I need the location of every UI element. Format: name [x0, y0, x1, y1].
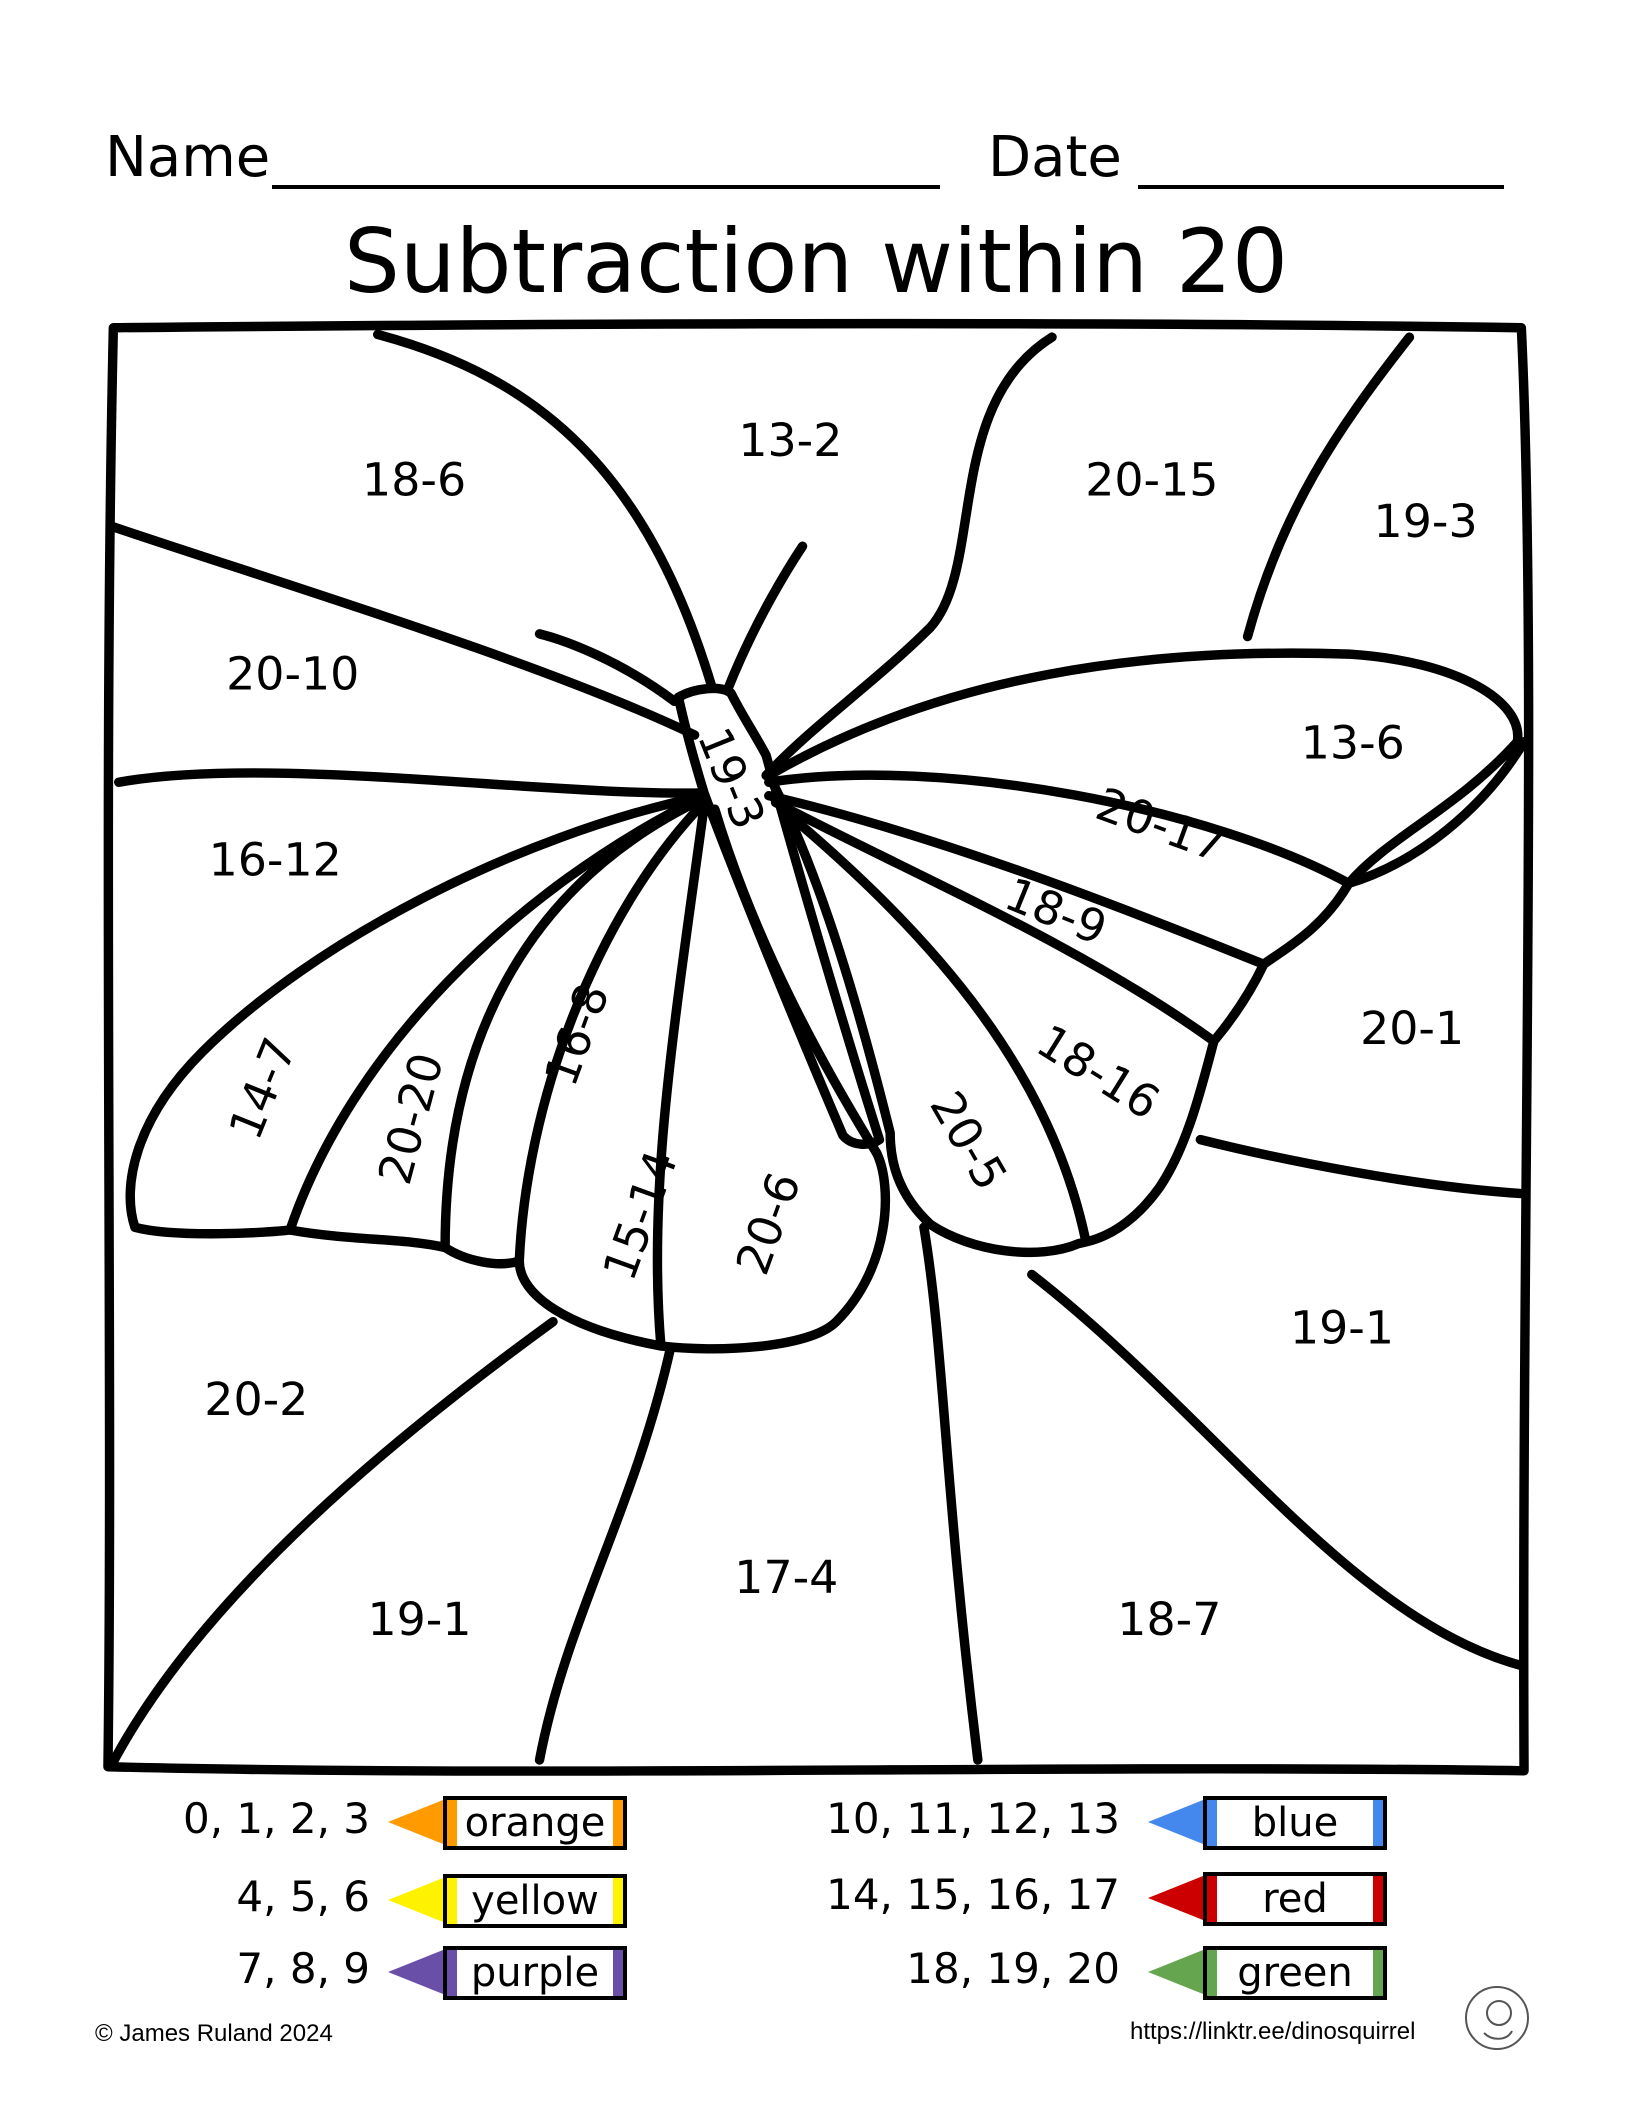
crayon-band: [447, 1800, 457, 1846]
region-label: 15-14: [592, 1143, 688, 1287]
region-label: 20-2: [204, 1372, 308, 1426]
region-label: 13-2: [738, 413, 842, 467]
crayon-band: [1207, 1800, 1217, 1846]
crayon-band: [1373, 1876, 1383, 1922]
left-wing: [125, 790, 891, 1354]
region-border: [1344, 737, 1529, 889]
legend-numbers: 7, 8, 9: [236, 1944, 370, 1993]
crayon-tip: [1148, 1876, 1203, 1920]
region-label: 20-5: [919, 1082, 1018, 1199]
right-wing: [764, 648, 1523, 1257]
crayon-label: green: [1203, 1946, 1387, 2000]
legend-numbers: 0, 1, 2, 3: [183, 1794, 370, 1843]
crayon-blue-icon: blue: [1148, 1796, 1393, 1850]
legend-numbers: 14, 15, 16, 17: [826, 1870, 1120, 1919]
color-name: green: [1237, 1950, 1353, 1996]
website-link[interactable]: https://linktr.ee/dinosquirrel: [1130, 2018, 1416, 2045]
crayon-band: [447, 1878, 457, 1924]
region-label: 20-6: [725, 1165, 811, 1281]
region-label: 13-6: [1301, 715, 1405, 769]
crayon-band: [447, 1950, 457, 1996]
region-label: 20-10: [226, 647, 359, 701]
crayon-band: [1373, 1950, 1383, 1996]
copyright: © James Ruland 2024: [95, 2020, 333, 2047]
name-field[interactable]: [272, 185, 940, 189]
crayon-band: [1207, 1950, 1217, 1996]
region-border: [1027, 1269, 1527, 1671]
crayon-tip: [388, 1800, 443, 1844]
wing-vein: [770, 797, 1219, 1046]
color-name: yellow: [471, 1878, 599, 1924]
wing-vein: [764, 770, 1354, 889]
crayon-band: [613, 1878, 623, 1924]
crayon-band: [1373, 1800, 1383, 1846]
color-name: purple: [470, 1950, 600, 1996]
crayon-band: [613, 1800, 623, 1846]
wing-vein: [652, 801, 709, 1351]
region-label: 18-6: [362, 452, 466, 506]
region-label: 16-8: [534, 976, 620, 1092]
region-label: 20-15: [1085, 452, 1218, 506]
color-name: blue: [1251, 1800, 1339, 1846]
crayon-label: red: [1203, 1872, 1387, 1926]
region-label: 18-7: [1117, 1592, 1221, 1646]
dinosquirrel-logo-icon: [1465, 1986, 1529, 2050]
wing-vein: [777, 804, 1091, 1246]
region-border: [1242, 332, 1415, 642]
picture-frame: [103, 318, 1534, 1776]
antenna: [723, 541, 808, 693]
wing-vein: [764, 790, 1269, 970]
region-label: 20-17: [1089, 777, 1233, 873]
antenna: [534, 629, 680, 707]
crayon-band: [613, 1950, 623, 1996]
crayon-yellow-icon: yellow: [388, 1874, 633, 1928]
wing-vein: [710, 804, 882, 1158]
crayon-tip: [388, 1950, 443, 1994]
crayon-green-icon: green: [1148, 1946, 1393, 2000]
color-name: orange: [464, 1800, 606, 1846]
region-label: 17-4: [734, 1550, 838, 1604]
crayon-label: blue: [1203, 1796, 1387, 1850]
date-field[interactable]: [1138, 185, 1504, 189]
crayon-label: yellow: [443, 1874, 627, 1928]
region-border: [761, 332, 1057, 781]
crayon-tip: [388, 1878, 443, 1922]
region-border: [1195, 1134, 1527, 1199]
region-border: [919, 1222, 983, 1765]
crayon-tip: [1148, 1800, 1203, 1844]
region-label: 14-7: [218, 1030, 307, 1147]
crayon-tip: [1148, 1950, 1203, 1994]
color-name: red: [1262, 1876, 1328, 1922]
crayon-label: purple: [443, 1946, 627, 2000]
legend-numbers: 4, 5, 6: [236, 1872, 370, 1921]
region-border: [534, 1343, 676, 1765]
page-title: Subtraction within 20: [344, 210, 1288, 313]
region-label: 19-3: [1374, 494, 1478, 548]
region-label: 18-16: [1028, 1014, 1170, 1130]
region-label: 16-12: [209, 833, 342, 887]
crayon-orange-icon: orange: [388, 1796, 633, 1850]
legend-numbers: 18, 19, 20: [906, 1944, 1120, 1993]
region-border: [372, 329, 717, 693]
region-border: [105, 1316, 558, 1772]
region-label: 19-1: [1290, 1301, 1394, 1355]
wing-vein: [440, 793, 709, 1253]
region-label: 19-1: [367, 1592, 471, 1646]
crayon-purple-icon: purple: [388, 1946, 633, 2000]
crayon-band: [1207, 1876, 1217, 1922]
wing-vein: [514, 797, 709, 1266]
legend-numbers: 10, 11, 12, 13: [826, 1794, 1120, 1843]
date-label: Date: [988, 125, 1122, 190]
region-border: [105, 521, 700, 740]
region-label: 20-1: [1360, 1001, 1464, 1055]
name-label: Name: [105, 125, 271, 190]
region-border: [114, 768, 707, 798]
crayon-red-icon: red: [1148, 1872, 1393, 1926]
crayon-label: orange: [443, 1796, 627, 1850]
